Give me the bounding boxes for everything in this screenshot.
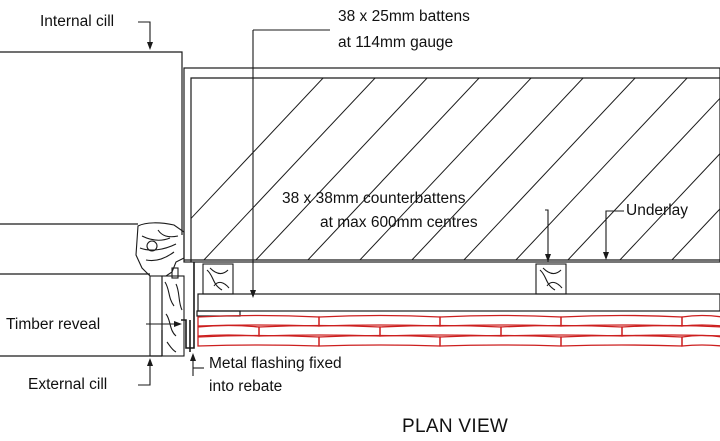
flashing-label-line1: Metal flashing fixed — [209, 355, 342, 372]
arrowheads — [147, 42, 609, 366]
insulation-hatch-line — [671, 208, 720, 260]
insulation-hatch-line — [411, 78, 584, 260]
counterbattens-label-line2: at max 600mm centres — [320, 214, 478, 231]
batten-board — [196, 293, 720, 317]
counterbatten-right — [535, 263, 567, 295]
tile — [197, 334, 320, 347]
view-title: PLAN VIEW — [402, 416, 509, 437]
tile — [500, 324, 623, 337]
insulation-hatch-line — [203, 78, 376, 260]
timber-reveal-label: Timber reveal — [6, 316, 101, 333]
counterbattens-label-line1: 38 x 38mm counterbattens — [282, 190, 466, 207]
tile — [621, 324, 720, 337]
battens-label-line1: 38 x 25mm battens — [338, 8, 470, 25]
tile — [681, 334, 720, 347]
insulation-hatch-line — [307, 78, 480, 260]
leaders — [138, 21, 624, 386]
wall-outline — [0, 51, 183, 357]
insulation-hatch-line — [619, 152, 720, 260]
insulation-panel — [183, 67, 720, 263]
tile — [439, 314, 562, 327]
insulation-hatch-line — [191, 78, 324, 220]
metal-flashing — [181, 262, 195, 352]
underlay-label: Underlay — [626, 202, 689, 219]
tile — [439, 334, 562, 347]
counterbatten-left — [202, 263, 234, 295]
insulation-hatch-line — [463, 78, 636, 260]
tile — [197, 324, 260, 337]
tile — [560, 314, 683, 327]
flashing-label-line2: into rebate — [209, 378, 283, 395]
tile — [197, 314, 320, 327]
tile — [318, 334, 441, 347]
insulation-hatch-line — [255, 78, 428, 260]
tile — [258, 324, 381, 337]
tile — [681, 314, 720, 327]
tile — [318, 314, 441, 327]
tile — [379, 324, 502, 337]
timber-reveal-block — [135, 222, 185, 357]
external-cill-label: External cill — [28, 376, 108, 393]
insulation-hatch-line — [359, 78, 532, 260]
battens-label-line2: at 114mm gauge — [338, 34, 454, 51]
tile-courses — [197, 314, 720, 347]
internal-cill-label: Internal cill — [40, 13, 115, 30]
insulation-hatch-line — [515, 78, 688, 260]
insulation-hatch-line — [567, 97, 720, 260]
tile — [560, 334, 683, 347]
